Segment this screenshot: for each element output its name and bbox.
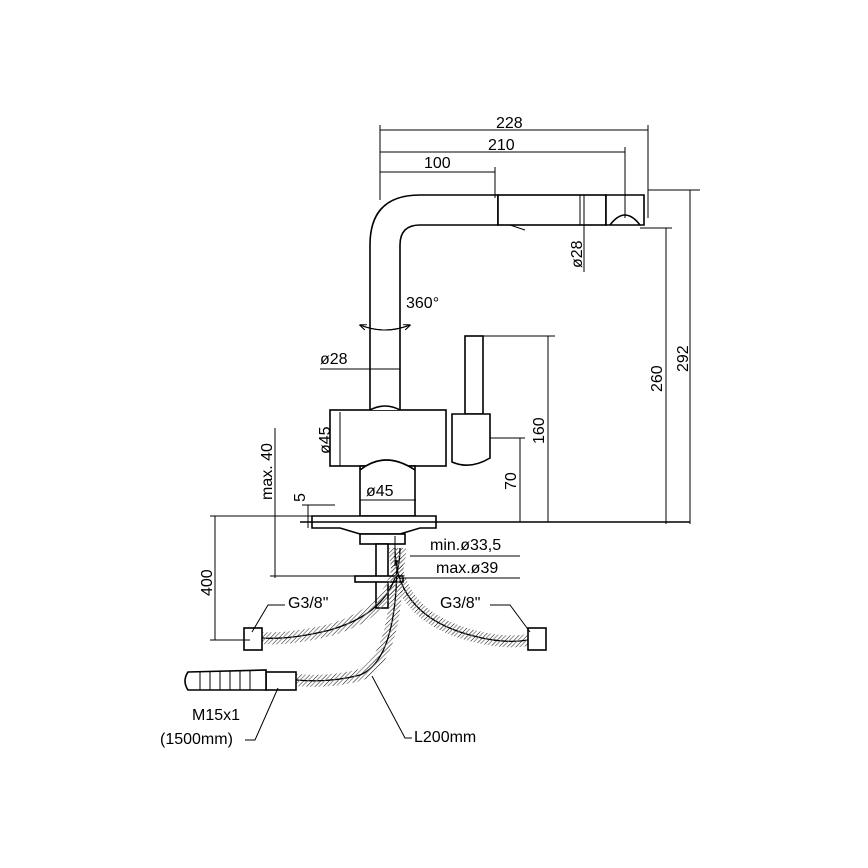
label-supply-hose-length: L200mm (414, 729, 476, 746)
label-right-thread: G3/8" (440, 595, 480, 612)
label-160: 160 (531, 417, 548, 444)
mixer-body (329, 335, 491, 517)
label-100: 100 (424, 155, 451, 172)
spout (369, 194, 645, 411)
label-292: 292 (675, 345, 692, 372)
shower-hose-ribs (199, 671, 251, 690)
label-400: 400 (199, 569, 216, 596)
label-hole-max: max.ø39 (436, 560, 498, 577)
dimension-labels: 228 210 100 ø28 292 260 360° ø28 160 70 … (160, 115, 692, 748)
label-body-tube-diameter: ø28 (320, 351, 348, 368)
label-shower-hose-length: (1500mm) (160, 731, 233, 748)
label-spout-diameter: ø28 (569, 240, 586, 268)
label-body-diameter: ø45 (317, 426, 334, 454)
label-260: 260 (649, 365, 666, 392)
label-shower-thread: M15x1 (192, 707, 240, 724)
label-base-diameter: ø45 (366, 483, 394, 500)
label-hole-min: min.ø33,5 (430, 537, 501, 554)
label-210: 210 (488, 137, 515, 154)
label-70: 70 (503, 472, 520, 490)
label-left-thread: G3/8" (288, 595, 328, 612)
label-rotation: 360° (406, 295, 439, 312)
dimension-lines (210, 125, 700, 741)
hoses (184, 547, 547, 691)
label-max-40: max. 40 (259, 443, 276, 500)
label-228: 228 (496, 115, 523, 132)
label-5: 5 (292, 493, 309, 502)
